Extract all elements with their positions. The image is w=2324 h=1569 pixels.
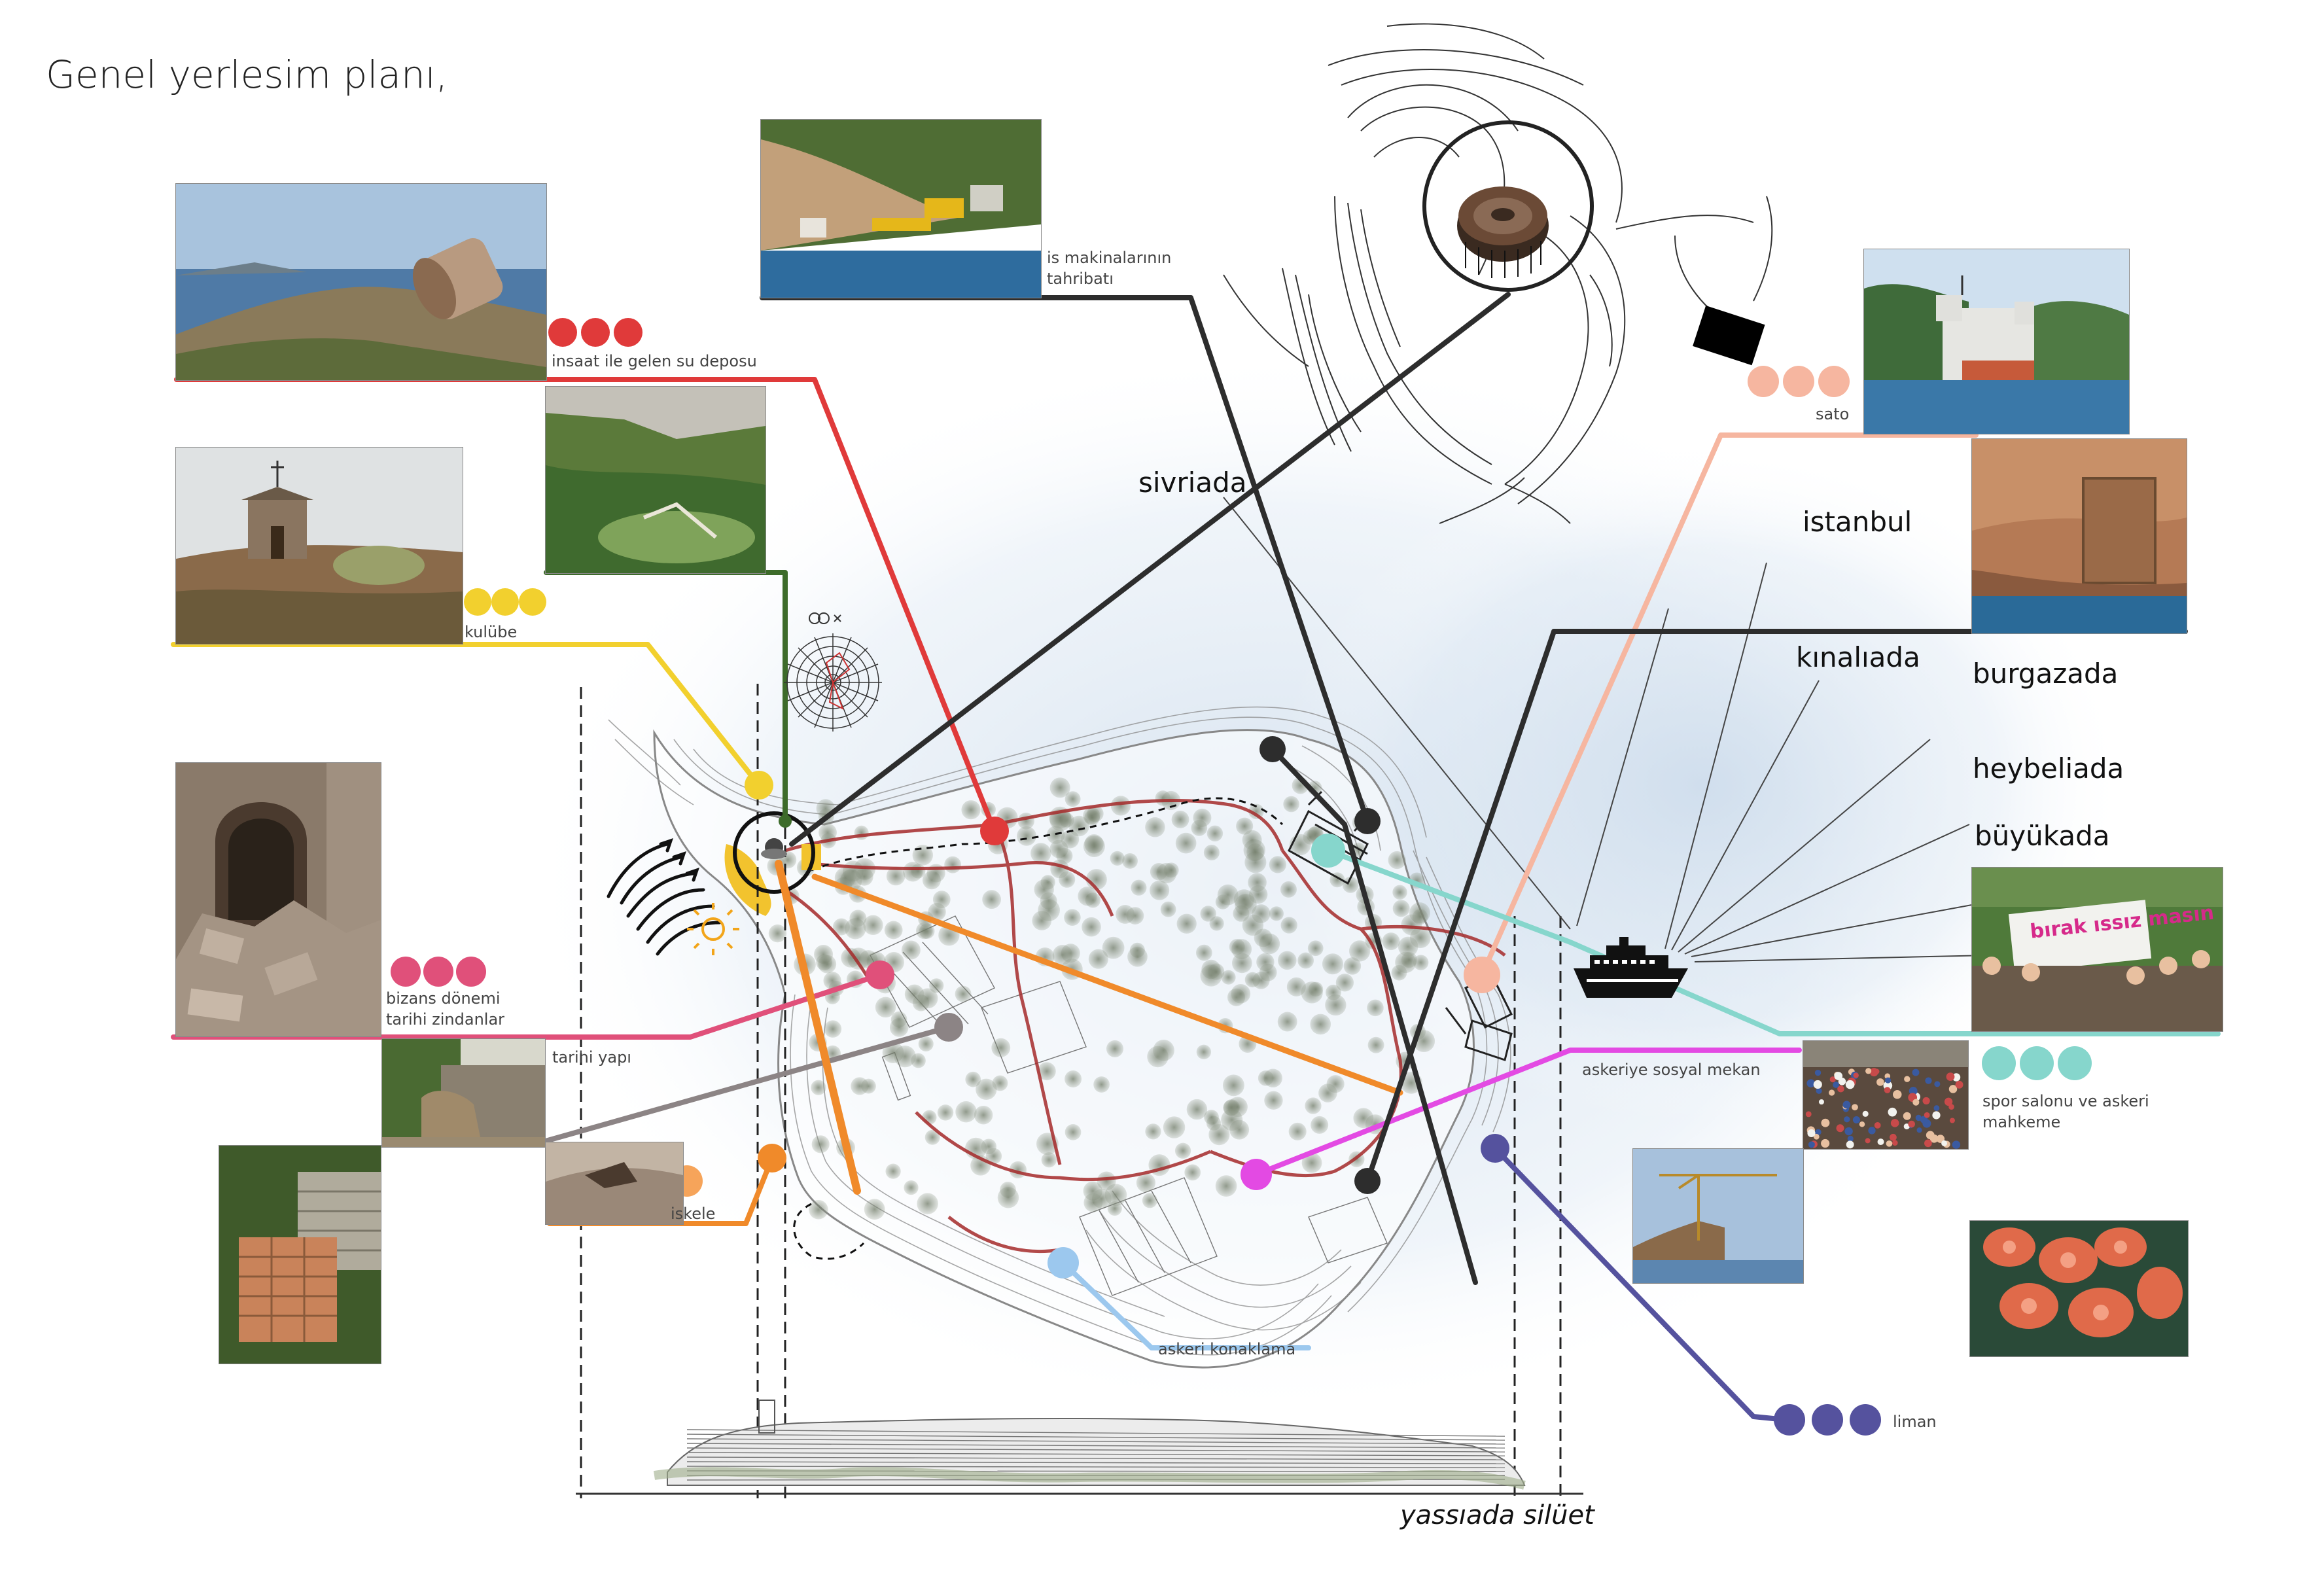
label-pier: iskele [671, 1205, 716, 1223]
photo-bricks [219, 1145, 381, 1364]
sivriada-circle [1422, 120, 1594, 292]
connector-yellow [171, 642, 762, 788]
connector-orange-3 [811, 873, 1403, 1096]
label-castle: sato [1816, 405, 1850, 423]
wind-icon [607, 838, 722, 956]
label-byzantine-dungeon: bizans dönemi tarihi zindanlar [386, 989, 505, 1029]
connector-peach [1479, 432, 1979, 978]
board-title: Genel yerlesim planı, [46, 52, 448, 97]
compass-rose-icon [809, 612, 841, 624]
label-hut: kulübe [465, 623, 518, 641]
silhouette-section [576, 1400, 1583, 1495]
photo-castle [1863, 249, 2130, 434]
rotunda-marker-circle [733, 811, 815, 894]
connector-magenta [1254, 1048, 1802, 1177]
photo-hut [175, 447, 463, 644]
connector-gray [540, 1025, 951, 1144]
connector-black-3 [1270, 747, 1478, 1285]
photo-protest: bırak ıssız masın [1971, 867, 2223, 1032]
label-military-social: askeriye sosyal mekan [1582, 1061, 1761, 1079]
path-network [784, 798, 1506, 1253]
place-burgazada: burgazada [1973, 658, 2119, 690]
sun-icon [687, 903, 739, 955]
wind-rose-icon [784, 633, 882, 732]
label-construction-machines: is makinalarının tahribatı [1047, 249, 1172, 288]
place-sivriada: sivriada [1138, 467, 1247, 499]
photo-dungeon [175, 762, 381, 1037]
photo-historic-wall [381, 1038, 546, 1148]
sivriada-building [1693, 306, 1765, 366]
dashed-trail [811, 797, 1284, 872]
photo-pier-rocks [545, 1142, 684, 1225]
rotunda-model [1457, 186, 1549, 278]
photo-water-tank [175, 183, 547, 381]
label-silhouette: yassıada silüet [1400, 1500, 1594, 1530]
photo-gym-crowd [1803, 1040, 1969, 1150]
label-harbour: liman [1893, 1413, 1937, 1431]
connector-lightblue [1061, 1260, 1311, 1350]
place-istanbul: istanbul [1803, 506, 1912, 538]
connector-black-2 [789, 292, 1511, 847]
connector-pink [171, 972, 883, 1040]
photo-coral [1969, 1220, 2189, 1357]
label-historic-building: tarihi yapı [552, 1048, 631, 1067]
photo-quarry-truck [1971, 438, 2187, 634]
label-water-tank: insaat ile gelen su deposu [552, 352, 757, 370]
ferry-icon [1574, 937, 1688, 998]
photo-hillside [545, 386, 766, 574]
place-heybeliada: heybeliada [1973, 752, 2124, 784]
connector-orange-2 [775, 860, 861, 1195]
photo-construction-machines [760, 119, 1042, 298]
label-gym-court: spor salonu ve askeri mahkeme [1982, 1092, 2149, 1131]
label-military-lodging: askeri konaklama [1158, 1340, 1296, 1358]
marker-dots [391, 318, 2092, 1436]
place-buyukada: büyükada [1975, 820, 2110, 852]
photo-crane [1632, 1148, 1804, 1284]
place-kinaliada: kınalıada [1796, 641, 1920, 673]
